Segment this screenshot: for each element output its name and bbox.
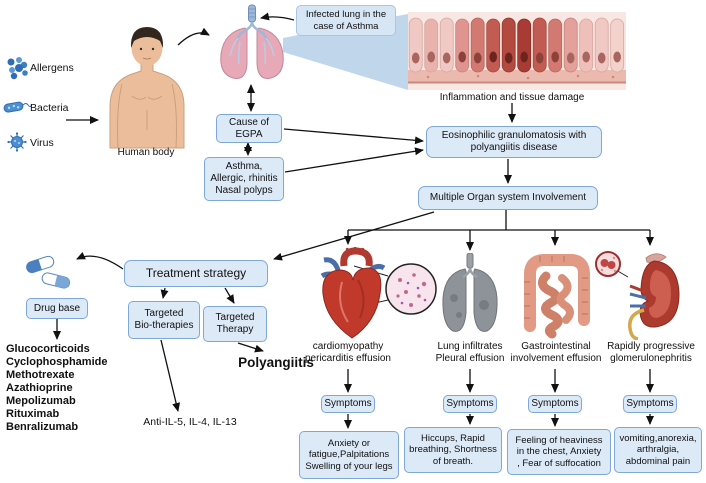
- symptom-text-heart: Anxiety or fatigue,Palpitations Swelling…: [299, 431, 399, 479]
- polyangiitis-label: Polyangiitis: [238, 355, 314, 370]
- symptom-text-lungs: Hiccups, Rapid breathing, Shortness of b…: [404, 427, 502, 473]
- pills-icon: [24, 250, 76, 294]
- lungs-illustration: [212, 4, 292, 82]
- symptom-text-intestine: Feeling of heaviness in the chest, Anxie…: [507, 429, 611, 475]
- organ-label-intestine: Gastrointestinal involvement effusion: [510, 341, 602, 364]
- anti-il-label: Anti-IL-5, IL-4, IL-13: [143, 416, 237, 428]
- human-body-label: Human body: [117, 147, 175, 158]
- asthma-box: Asthma, Allergic, rhinitis Nasal polyps: [204, 157, 284, 201]
- infected-lung-callout: Infected lung in the case of Asthma: [296, 5, 396, 36]
- legend-label-allergens: Allergens: [30, 62, 74, 74]
- bacteria-icon: [2, 98, 32, 116]
- tissue-illustration: [408, 12, 626, 90]
- histology-magnifier-icon: [384, 262, 438, 316]
- organ-label-kidney: Rapidly progressive glomerulonephritis: [607, 341, 695, 364]
- drug-list: Glucocorticoids Cyclophosphamide Methotr…: [6, 343, 108, 433]
- disease-box: Eosinophilic granulomatosis with polyang…: [426, 126, 602, 158]
- symptoms-box-heart: Symptoms: [321, 395, 375, 413]
- tissue-caption: Inflammation and tissue damage: [439, 92, 585, 103]
- symptoms-box-intestine: Symptoms: [528, 395, 582, 413]
- targeted-therapy-box: Targeted Therapy: [203, 306, 267, 342]
- cause-of-egpa-box: Cause of EGPA: [216, 114, 282, 143]
- organ-label-lungs: Lung infiltrates Pleural effusion: [435, 341, 505, 364]
- allergens-icon: [6, 56, 28, 80]
- drug-base-box: Drug base: [26, 298, 88, 319]
- virus-icon: [7, 132, 27, 152]
- treatment-strategy-box: Treatment strategy: [124, 260, 268, 287]
- organ-label-heart: cardiomyopathy pericarditis effusion: [305, 341, 391, 364]
- eosinophil-magnifier-icon: [594, 250, 622, 278]
- organ-involvement-box: Multiple Organ system Involvement: [418, 186, 598, 210]
- legend-label-bacteria: Bacteria: [30, 102, 69, 114]
- human-body-illustration: [102, 24, 192, 149]
- kidney-illustration: [616, 248, 690, 340]
- symptom-text-kidney: vomiting,anorexia, arthralgia, abdominal…: [614, 427, 702, 473]
- legend-label-virus: Virus: [30, 137, 54, 149]
- symptoms-box-kidney: Symptoms: [623, 395, 677, 413]
- gray-lungs-illustration: [437, 253, 503, 341]
- targeted-bio-therapies-box: Targeted Bio-therapies: [128, 301, 200, 339]
- heart-illustration: [310, 246, 394, 342]
- symptoms-box-lungs: Symptoms: [443, 395, 497, 413]
- intestine-illustration: [516, 248, 596, 340]
